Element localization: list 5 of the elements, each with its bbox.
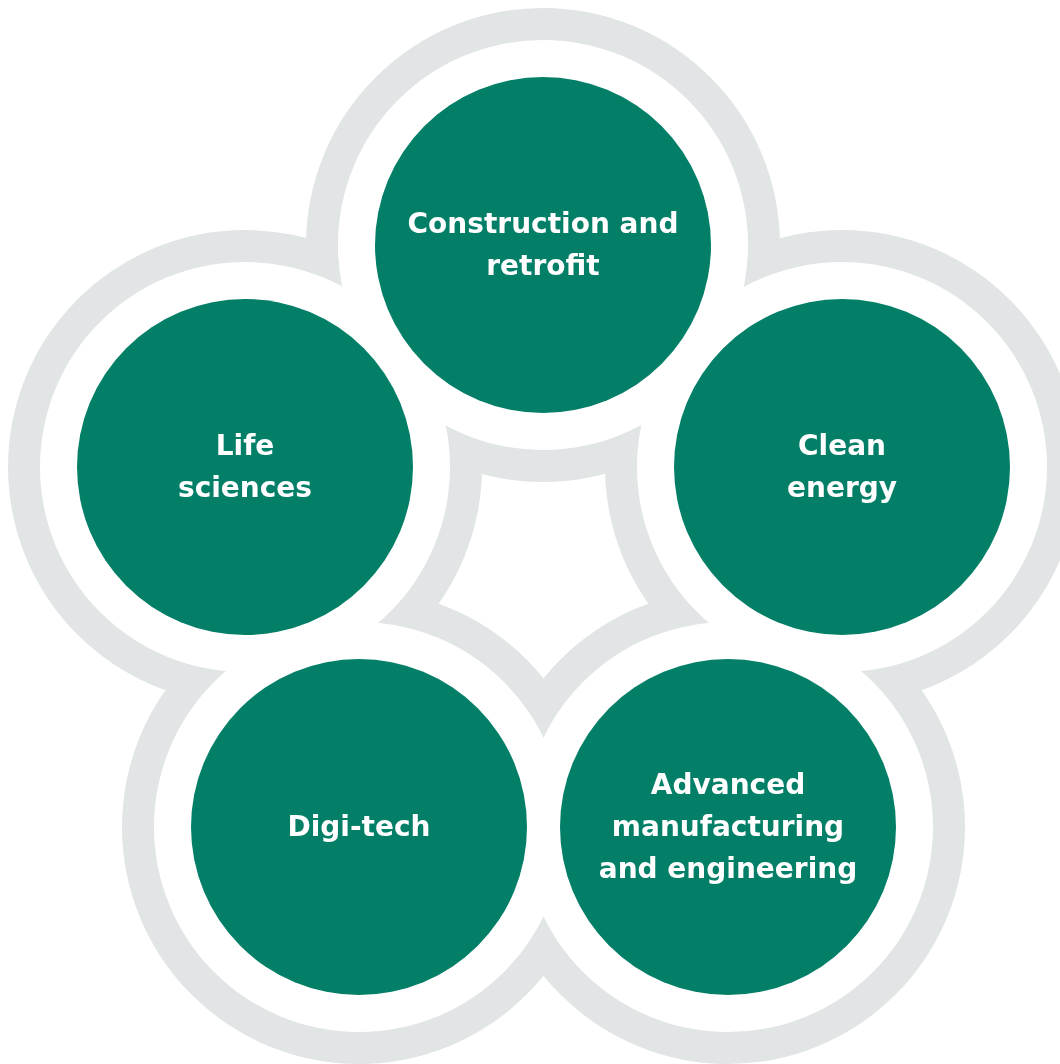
topic-label: Advanced manufacturing and engineering bbox=[597, 767, 859, 887]
topic-label: Life sciences bbox=[176, 428, 313, 506]
topic-label: Clean energy bbox=[786, 428, 898, 506]
topic-label: Digi-tech bbox=[287, 809, 431, 845]
topic-label: Construction and retrofit bbox=[406, 206, 680, 284]
